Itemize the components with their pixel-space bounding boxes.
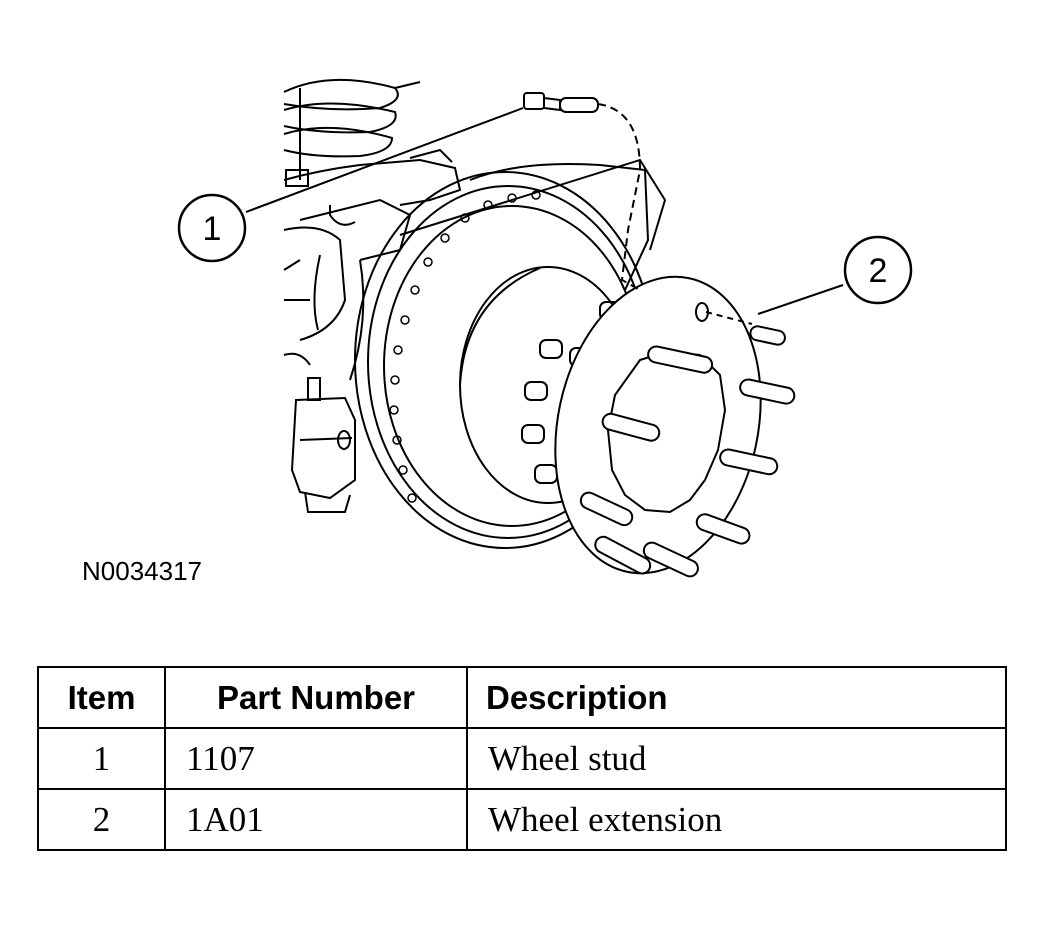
figure-id: N0034317 [82,556,202,586]
table-row: 2 1A01 Wheel extension [37,788,1007,851]
callout-1-label: 1 [203,210,222,248]
cell-description: Wheel extension [466,788,1007,851]
table-row: 1 1107 Wheel stud [37,727,1007,790]
callout-2-label: 2 [869,252,888,290]
parts-table: Item Part Number Description 1 1107 Whee… [37,666,1007,851]
steering-knuckle [283,148,462,381]
callout-1: 1 [177,193,247,263]
cell-part-number: 1A01 [164,788,468,851]
callout-1-leader [245,107,524,213]
coil-spring [283,78,421,180]
callout-2-leader [757,284,844,315]
removed-wheel-stud [523,92,642,291]
table-header-row: Item Part Number Description [37,666,1007,729]
header-description: Description [466,666,1007,729]
tie-rod-end [290,377,356,513]
wheel-extension [554,275,796,578]
header-item: Item [37,666,166,729]
cell-item: 1 [37,727,166,790]
cell-item: 2 [37,788,166,851]
brake-rotor-diagram: 1 2 [177,78,913,578]
callout-2: 2 [843,235,913,305]
header-part-number: Part Number [164,666,468,729]
cell-description: Wheel stud [466,727,1007,790]
cell-part-number: 1107 [164,727,468,790]
